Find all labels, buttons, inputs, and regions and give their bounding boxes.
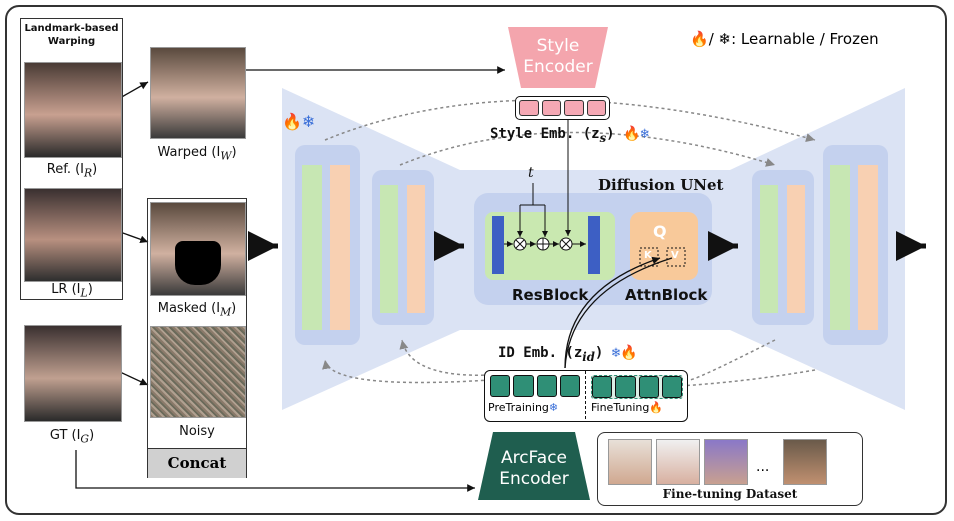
green-bar [302, 165, 322, 330]
green-bar [380, 185, 398, 313]
dataset-photo [656, 439, 700, 485]
legend: 🔥/ ❄: Learnable / Frozen [690, 30, 879, 48]
skip-arrow-top-inner [399, 131, 776, 167]
flame-icon: 🔥 [623, 126, 641, 142]
mask-shape [175, 241, 221, 285]
snowflake-icon: ❄ [611, 345, 621, 361]
snowflake-icon: ❄ [640, 126, 649, 142]
skip-arrow-bottom-inner [689, 339, 776, 381]
resblock-bar-left [492, 216, 504, 274]
flame-icon: 🔥 [690, 30, 709, 48]
green-bar [830, 165, 850, 330]
pretraining-tokens [490, 375, 580, 397]
dataset-photo [783, 439, 827, 485]
noisy-label: Noisy [179, 424, 215, 439]
legend-text: / ❄: Learnable / Frozen [708, 30, 879, 48]
warping-header: Landmark-based Warping [24, 23, 119, 47]
dataset-photo [608, 439, 652, 485]
flame-icon: 🔥 [282, 112, 302, 131]
q-label: Q [653, 222, 667, 241]
concat-label: Concat [148, 448, 246, 478]
dataset-photo [704, 439, 748, 485]
v-label: V [671, 250, 679, 261]
lr-photo [24, 188, 122, 282]
warped-label: Warped (IW) [157, 145, 237, 163]
lr-label: LR (IL) [51, 282, 93, 300]
style-emb-tokens [515, 96, 610, 120]
v-box [666, 247, 686, 267]
resblock-bar-right [588, 216, 600, 274]
attnblock-label: AttnBlock [625, 286, 708, 304]
snowflake-icon: ❄ [301, 112, 316, 131]
masked-label: Masked (IM) [157, 301, 237, 319]
orange-bar [407, 185, 425, 313]
orange-bar [330, 165, 350, 330]
style-emb-label: Style Emb. (zs) 🔥❄ [490, 126, 649, 145]
green-bar [760, 185, 778, 313]
pretraining-label: PreTraining❄ [488, 401, 559, 414]
arcface-encoder-shape [478, 432, 590, 500]
dataset-ellipsis: ... [756, 459, 770, 475]
noisy-photo [150, 326, 246, 418]
ref-label: Ref. (IR) [46, 162, 98, 180]
warping-column [20, 18, 123, 300]
flame-icon: 🔥 [649, 401, 664, 414]
k-label: K [644, 250, 652, 261]
style-encoder-shape [508, 27, 608, 88]
skip-arrow-bottom-left [322, 359, 491, 384]
finetuning-label: FineTuning🔥 [591, 401, 664, 414]
snowflake-icon: ❄ [548, 401, 559, 414]
gt-label: GT (IG) [49, 428, 95, 446]
masked-photo [150, 202, 246, 296]
orange-bar [787, 185, 805, 313]
timestep-label: t [528, 165, 534, 181]
flame-icon: 🔥 [620, 345, 638, 361]
id-emb-box: PreTraining❄ FineTuning🔥 [484, 370, 688, 422]
finetuning-tokens [591, 375, 683, 399]
diffusion-unet-title: Diffusion UNet [598, 176, 724, 194]
encoder-status-icons: 🔥❄ [282, 112, 315, 131]
finetuning-dataset-box: ... Fine-tuning Dataset [597, 432, 863, 506]
gt-photo [24, 325, 122, 422]
id-emb-label: ID Emb. (zid) ❄🔥 [498, 345, 638, 364]
warped-photo [150, 47, 246, 139]
dataset-label: Fine-tuning Dataset [662, 487, 798, 501]
ref-photo [24, 62, 122, 158]
skip-arrow-bottom-inner-left [399, 339, 491, 376]
resblock-label: ResBlock [512, 286, 589, 304]
arrow-to-arcface [75, 450, 475, 492]
orange-bar [858, 165, 878, 330]
resblock-bg [485, 212, 615, 280]
